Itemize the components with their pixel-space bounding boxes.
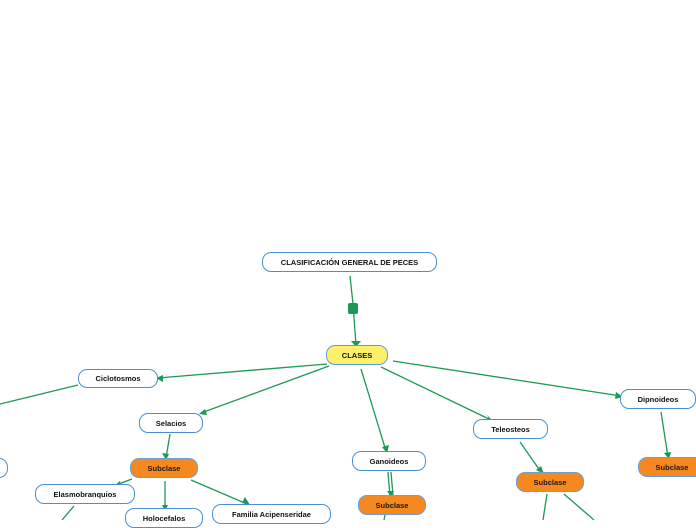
selacios-node[interactable]: Selacios (139, 413, 203, 433)
acipenseridae-node[interactable]: Familia Acipenseridae (212, 504, 331, 524)
link-clases-to-ganoideos (360, 368, 387, 452)
dipnoideos-subclass-node[interactable]: Subclase (638, 457, 696, 477)
ganoideos-subclass-label: Subclase (375, 500, 409, 510)
ciclotosmos-node-label: Ciclotosmos (95, 374, 141, 383)
arrowhead-ganoideos-subclase-icon (387, 491, 394, 497)
teleosteos-node[interactable]: Teleosteos (473, 419, 548, 439)
dipnoideos-subclass-label: Subclase (655, 462, 689, 472)
link-clases-to-dipnoideos (392, 360, 622, 397)
title-node-label: CLASIFICACIÓN GENERAL DE PECES (280, 257, 419, 267)
arrowhead-acipenseridae-icon (242, 497, 250, 505)
ciclotosmos-node[interactable]: Ciclotosmos (78, 369, 158, 388)
link-teleosteos-subclase-down-left (542, 493, 548, 520)
clases-node[interactable]: CLASES (326, 345, 388, 365)
clases-node-label: CLASES (341, 350, 373, 360)
selacios-node-label: Selacios (155, 418, 187, 428)
link-elasmobranquios-offscreen (61, 505, 75, 520)
link-clases-to-selacios (200, 365, 330, 414)
link-teleosteos-subclase-down-right (563, 493, 595, 520)
title-node[interactable]: CLASIFICACIÓN GENERAL DE PECES (262, 252, 437, 272)
dipnoideos-node-label: Dipnoideos (637, 394, 679, 404)
elasmobranquios-node-label: Elasmobranquios (53, 489, 117, 499)
link-teleosteos-to-subclase (519, 441, 542, 473)
teleosteos-node-label: Teleosteos (491, 424, 530, 434)
arrowhead-selacios-subclase-icon (162, 453, 169, 460)
holocefalos-node[interactable]: Holocefalos (125, 508, 203, 528)
link-subclase-to-acipenseridae (190, 479, 248, 505)
link-ganoideos-subclase-down (383, 514, 386, 520)
selacios-subclass-label: Subclase (147, 463, 181, 473)
link-dipnoideos-to-subclase (660, 411, 669, 458)
link-clases-to-ciclotosmos (157, 363, 328, 379)
teleosteos-subclass-label: Subclase (533, 477, 567, 487)
ganoideos-subclass-node[interactable]: Subclase (358, 495, 426, 515)
ganoideos-node-label: Ganoideos (369, 456, 409, 466)
dipnoideos-node[interactable]: Dipnoideos (620, 389, 696, 409)
elasmobranquios-node[interactable]: Elasmobranquios (35, 484, 135, 504)
arrowhead-clases-icon (351, 341, 361, 347)
link-clases-to-teleosteos (380, 366, 492, 421)
ganoideos-node[interactable]: Ganoideos (352, 451, 426, 471)
acipenseridae-node-label: Familia Acipenseridae (232, 510, 311, 519)
arrowhead-ciclotosmos-icon (156, 375, 163, 382)
link-ciclotosmos-offscreen (0, 384, 79, 405)
holocefalos-node-label: Holocefalos (142, 514, 186, 523)
teleosteos-subclass-node[interactable]: Subclase (516, 472, 584, 492)
arrowhead-selacios-icon (199, 409, 207, 415)
connector-handle-icon (348, 303, 358, 314)
selacios-subclass-node[interactable]: Subclase (130, 458, 198, 478)
